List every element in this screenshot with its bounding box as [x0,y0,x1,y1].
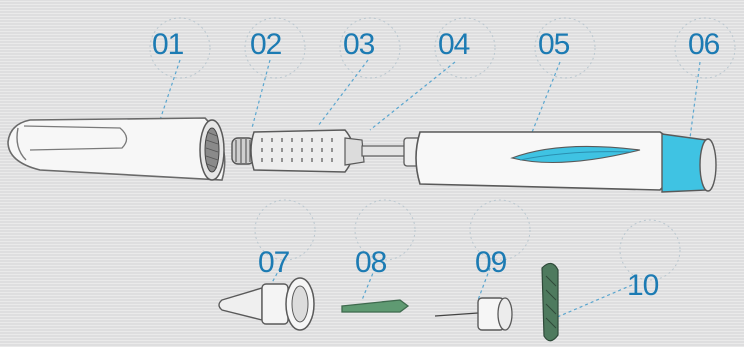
callout-label-02: 02 [250,28,282,61]
threaded-connector [231,137,255,165]
callout-label-01: 01 [152,28,184,61]
protective-tab [541,262,559,342]
pen-cap [7,117,226,181]
dose-knob [661,133,717,193]
cartridge-holder [250,129,365,173]
needle [434,297,513,331]
callout-label-10: 10 [627,269,659,302]
callout-label-09: 09 [475,246,507,279]
pen-body [415,131,673,191]
callout-label-07: 07 [258,246,290,279]
callout-label-06: 06 [688,28,720,61]
needle-shield [341,299,410,313]
callout-label-08: 08 [355,246,387,279]
label-bubbles [149,17,736,281]
plunger-rod [361,137,423,167]
outer-needle-cap [218,277,315,331]
callout-label-05: 05 [538,28,570,61]
callout-label-03: 03 [343,28,375,61]
callout-label-04: 04 [438,28,470,61]
body-window [510,145,641,163]
